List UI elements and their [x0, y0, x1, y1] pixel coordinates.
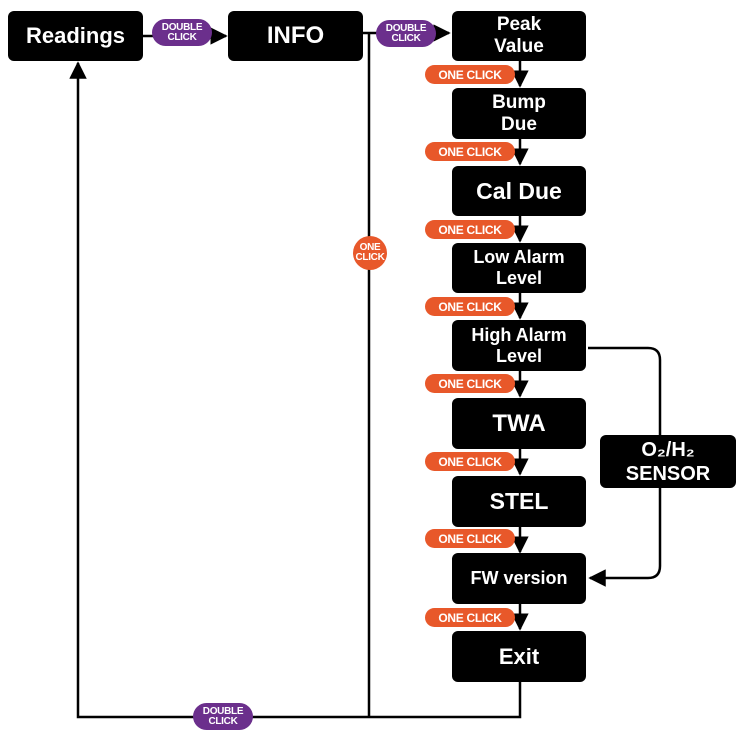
double-click-badge: DOUBLE CLICK — [152, 19, 212, 46]
double-click-badge: DOUBLE CLICK — [193, 703, 253, 730]
node-exit: Exit — [452, 631, 586, 682]
node-fw-version: FW version — [452, 553, 586, 604]
one-click-badge: ONE CLICK — [425, 452, 515, 471]
node-cal-due: Cal Due — [452, 166, 586, 216]
node-o2-h2-sensor: O₂/H₂ SENSOR — [600, 435, 736, 488]
node-info: INFO — [228, 11, 363, 61]
node-high-alarm-level: High Alarm Level — [452, 320, 586, 371]
one-click-badge: ONE CLICK — [425, 142, 515, 161]
one-click-badge: ONE CLICK — [425, 297, 515, 316]
node-bump-due: Bump Due — [452, 88, 586, 139]
node-twa: TWA — [452, 398, 586, 449]
one-click-badge: ONE CLICK — [425, 529, 515, 548]
one-click-badge: ONE CLICK — [425, 608, 515, 627]
double-click-badge: DOUBLE CLICK — [376, 20, 436, 47]
one-click-badge: ONE CLICK — [425, 65, 515, 84]
node-readings: Readings — [8, 11, 143, 61]
one-click-badge: ONE CLICK — [425, 220, 515, 239]
node-peak-value: Peak Value — [452, 11, 586, 61]
one-click-badge: ONE CLICK — [425, 374, 515, 393]
node-stel: STEL — [452, 476, 586, 527]
one-click-badge: ONE CLICK — [353, 236, 387, 270]
node-low-alarm-level: Low Alarm Level — [452, 243, 586, 293]
